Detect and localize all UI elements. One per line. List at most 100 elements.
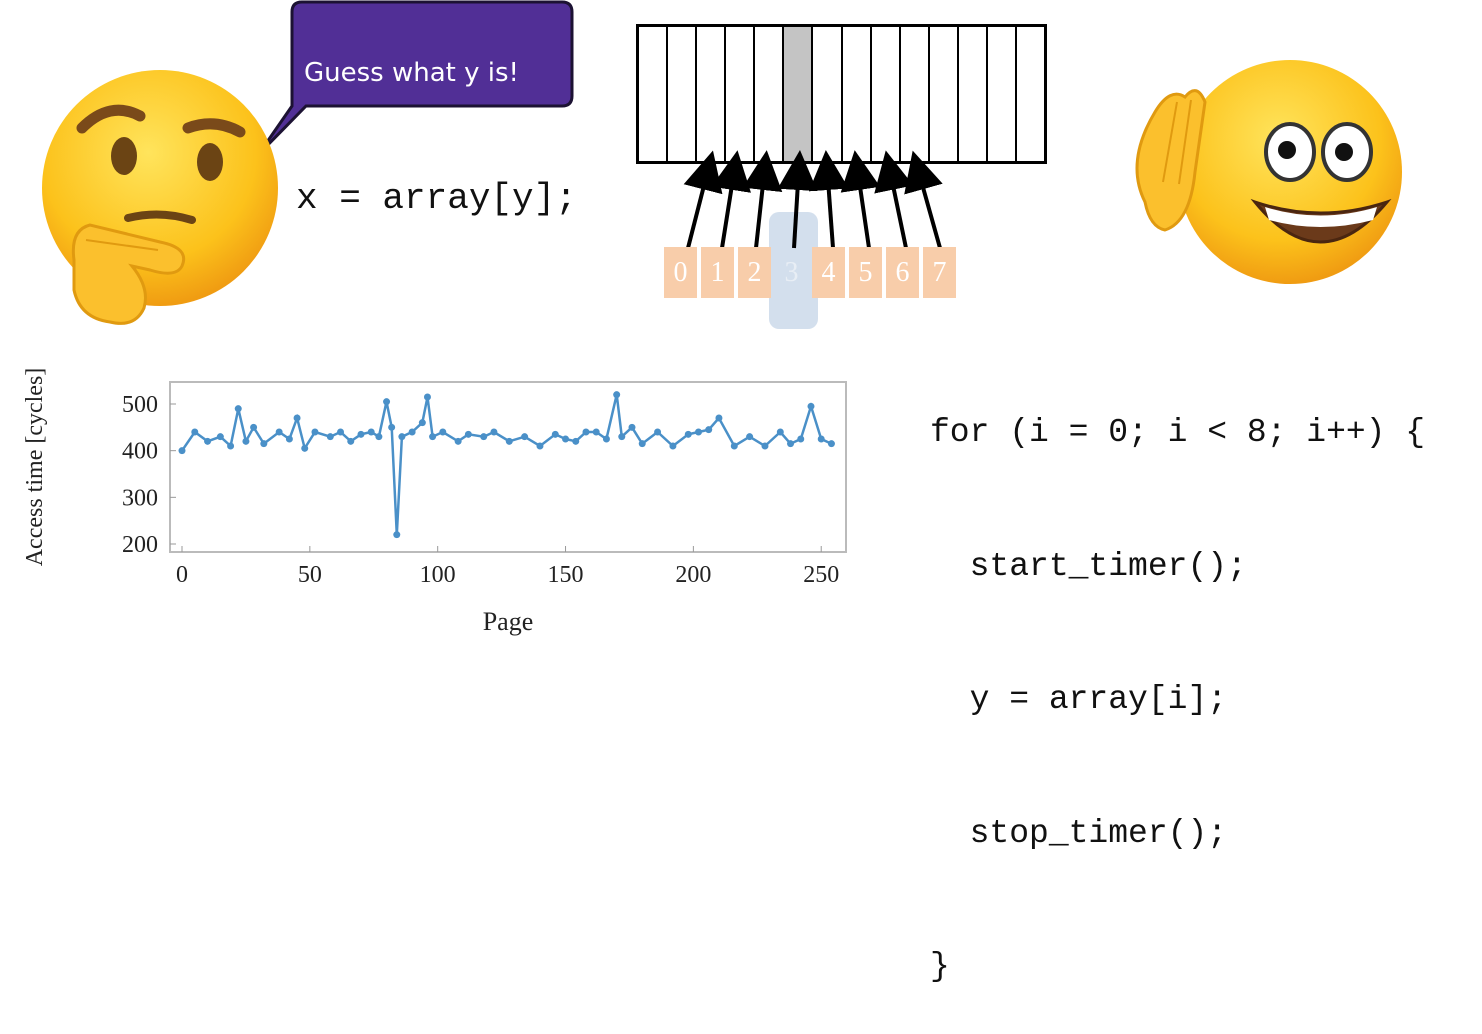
data-point — [562, 435, 570, 443]
code-line: start_timer(); — [930, 547, 1247, 585]
data-point — [178, 447, 186, 455]
data-point — [393, 531, 401, 539]
data-point — [367, 428, 375, 436]
x-tick-label: 50 — [298, 562, 322, 588]
index-box: 7 — [923, 247, 956, 298]
data-point — [227, 442, 235, 450]
arrow-1 — [711, 150, 751, 249]
code-line: for (i = 0; i < 8; i++) { — [930, 414, 1426, 451]
data-point — [408, 428, 416, 436]
array-access-code: x = array[y]; — [296, 178, 577, 219]
data-point — [347, 437, 355, 445]
data-point — [454, 437, 462, 445]
data-point — [398, 433, 406, 441]
x-tick-label: 250 — [803, 562, 839, 588]
memory-cell — [872, 27, 901, 161]
data-point — [715, 414, 723, 422]
data-point — [521, 433, 529, 441]
memory-cell — [639, 27, 669, 161]
memory-cell — [1017, 27, 1044, 161]
data-point — [602, 435, 610, 443]
data-point — [260, 440, 268, 448]
x-tick-label: 150 — [548, 562, 584, 588]
x-tick-label: 200 — [675, 562, 711, 588]
memory-cell — [959, 27, 988, 161]
timing-loop-code: for (i = 0; i < 8; i++) { start_timer();… — [930, 322, 1425, 1034]
y-tick-label: 300 — [122, 485, 158, 511]
memory-cell — [988, 27, 1018, 161]
y-tick-label: 400 — [122, 439, 158, 465]
data-point — [592, 428, 600, 436]
data-point — [418, 419, 426, 427]
data-point — [684, 430, 692, 438]
data-point — [654, 428, 662, 436]
data-point — [613, 391, 621, 399]
memory-cell — [726, 27, 756, 161]
data-point — [827, 440, 835, 448]
data-point — [464, 430, 472, 438]
thinking-face-icon — [42, 70, 278, 325]
data-point — [275, 428, 283, 436]
memory-cell — [697, 27, 727, 161]
data-point — [480, 433, 488, 441]
data-point — [216, 433, 224, 441]
x-tick-label: 0 — [176, 562, 188, 588]
index-box: 1 — [701, 247, 734, 298]
index-box: 6 — [886, 247, 919, 298]
speech-bubble — [256, 0, 574, 157]
data-point — [787, 440, 795, 448]
data-point — [439, 428, 447, 436]
data-point — [694, 428, 702, 436]
x-axis-label: Page — [483, 607, 534, 636]
data-point — [337, 428, 345, 436]
memory-cell — [813, 27, 843, 161]
data-point — [293, 414, 301, 422]
data-point — [746, 433, 754, 441]
memory-cell — [930, 27, 959, 161]
plot-frame — [169, 381, 847, 553]
memory-cell — [755, 27, 785, 161]
memory-cell — [668, 27, 698, 161]
data-point — [628, 423, 636, 431]
data-point — [536, 442, 544, 450]
saluting-face-icon — [1135, 60, 1402, 284]
index-row: 0 1 2 3 4 5 6 7 — [664, 247, 956, 298]
data-point — [357, 430, 365, 438]
data-point — [242, 437, 250, 445]
data-point — [388, 423, 396, 431]
arrow-6 — [874, 150, 914, 249]
data-point — [638, 440, 646, 448]
y-axis-label: Access time [cycles] — [22, 368, 48, 567]
data-point — [618, 433, 626, 441]
code-line: stop_timer(); — [930, 814, 1228, 852]
series-line — [180, 394, 832, 535]
arrow-0 — [683, 150, 723, 249]
data-point — [191, 428, 199, 436]
data-point — [490, 428, 498, 436]
data-point — [669, 442, 677, 450]
data-point — [234, 405, 242, 413]
data-point — [505, 437, 513, 445]
data-point — [383, 398, 391, 406]
data-point — [797, 435, 805, 443]
arrow-5 — [840, 150, 881, 249]
index-box: 2 — [738, 247, 771, 298]
data-point — [204, 437, 212, 445]
code-line: } — [930, 948, 950, 985]
data-point — [572, 437, 580, 445]
memory-cell — [843, 27, 872, 161]
data-point — [285, 435, 293, 443]
data-point — [375, 433, 383, 441]
data-point — [761, 442, 769, 450]
arrow-4 — [808, 150, 849, 249]
index-box: 3 — [784, 256, 799, 288]
memory-cell-hit — [784, 27, 814, 161]
index-arrows — [683, 150, 943, 249]
index-box: 0 — [664, 247, 697, 298]
y-tick-label: 500 — [122, 392, 158, 418]
memory-array — [636, 24, 1047, 164]
data-point — [582, 428, 590, 436]
data-point — [817, 435, 825, 443]
data-point — [429, 433, 437, 441]
